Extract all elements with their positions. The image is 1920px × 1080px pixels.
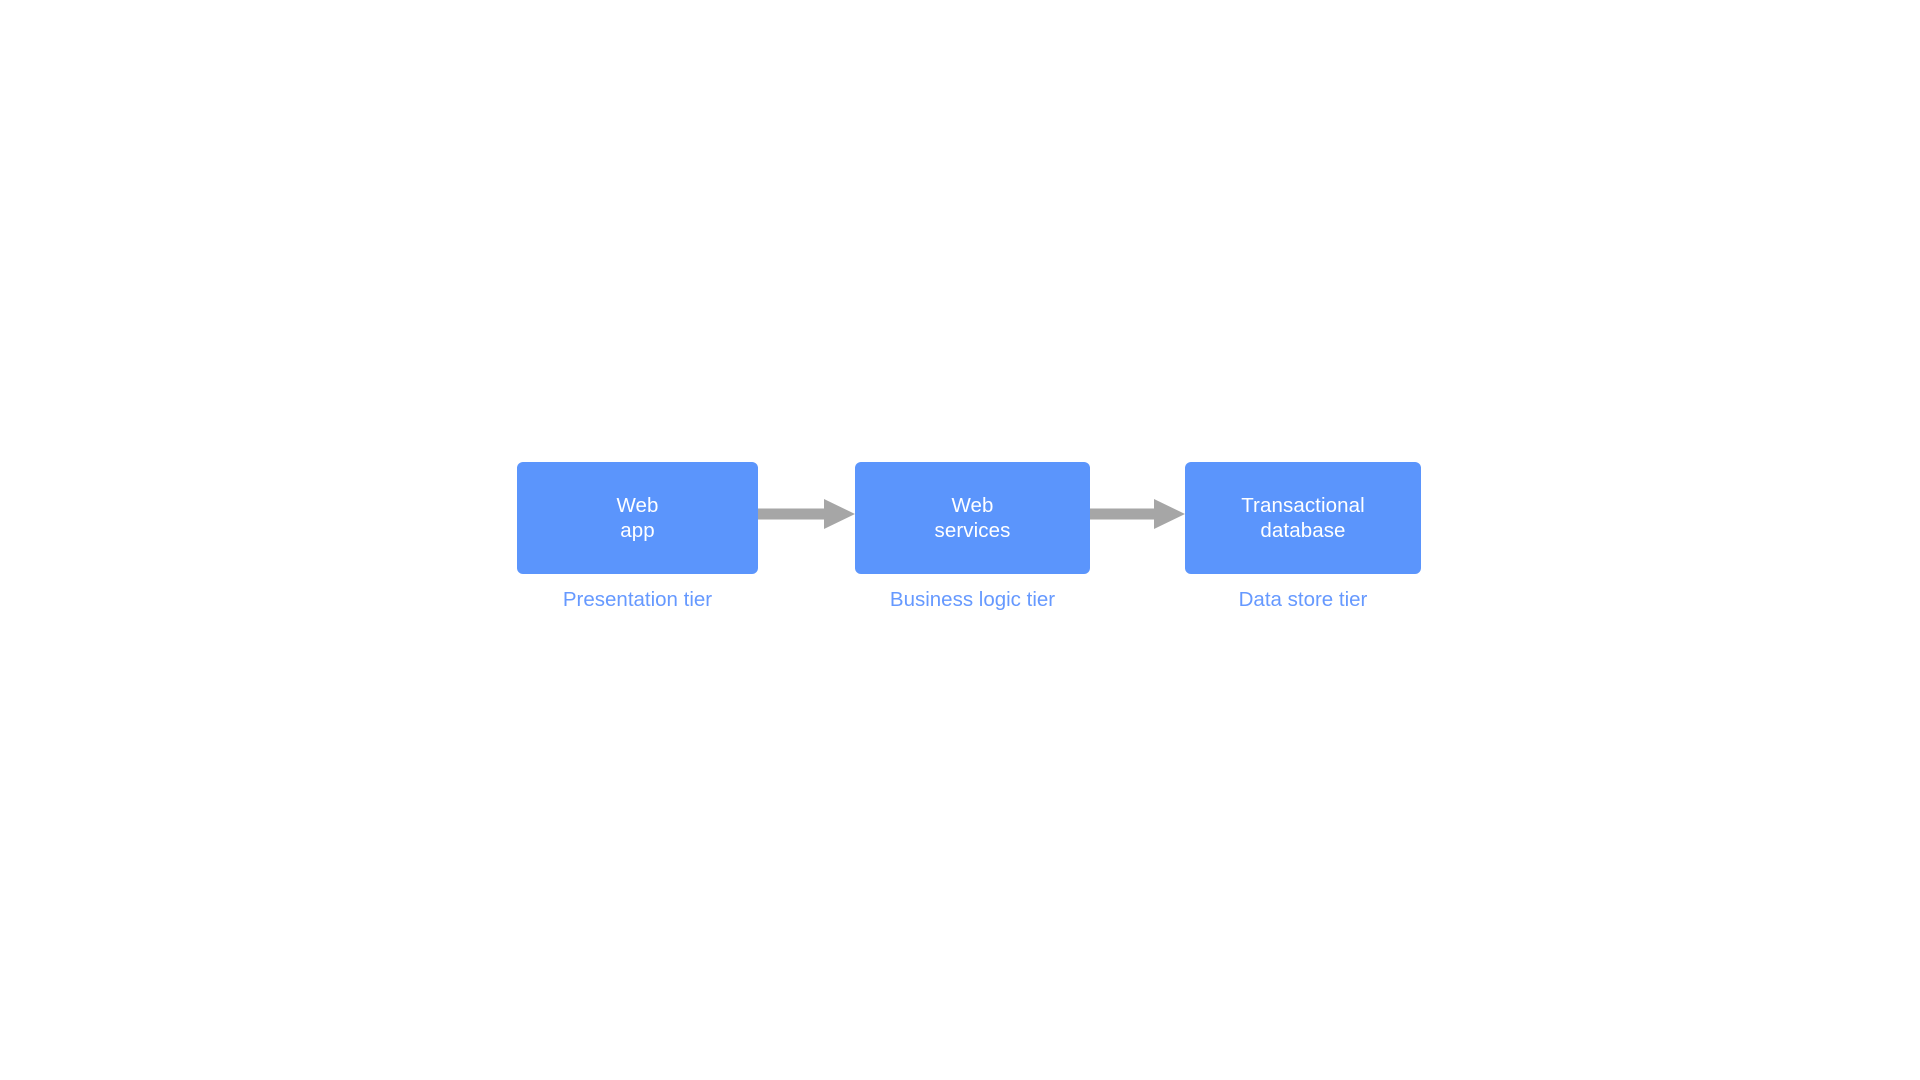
node-transactional-database-label: Transactional database (1241, 494, 1365, 542)
caption-data-store-tier: Data store tier (1238, 588, 1368, 611)
arrow-right-icon (1090, 499, 1185, 529)
arrow-right-icon (758, 499, 855, 529)
tier-data-store[interactable]: Transactional database Data store tier (1185, 462, 1421, 612)
tier-presentation[interactable]: Web app Presentation tier (517, 462, 758, 612)
caption-presentation-tier: Presentation tier (562, 588, 713, 611)
tier-business-logic[interactable]: Web services Business logic tier (855, 462, 1090, 612)
arrow-web-services-to-transactional-database (1090, 498, 1185, 530)
node-transactional-database[interactable]: Transactional database (1185, 462, 1421, 574)
node-web-services[interactable]: Web services (855, 462, 1090, 574)
node-web-app-label: Web app (616, 494, 659, 542)
three-tier-architecture-diagram: Web app Presentation tier Web services B… (517, 462, 1421, 612)
node-web-app[interactable]: Web app (517, 462, 758, 574)
arrow-web-app-to-web-services (758, 498, 855, 530)
node-web-services-label: Web services (934, 494, 1011, 542)
caption-business-logic-tier: Business logic tier (889, 588, 1056, 611)
